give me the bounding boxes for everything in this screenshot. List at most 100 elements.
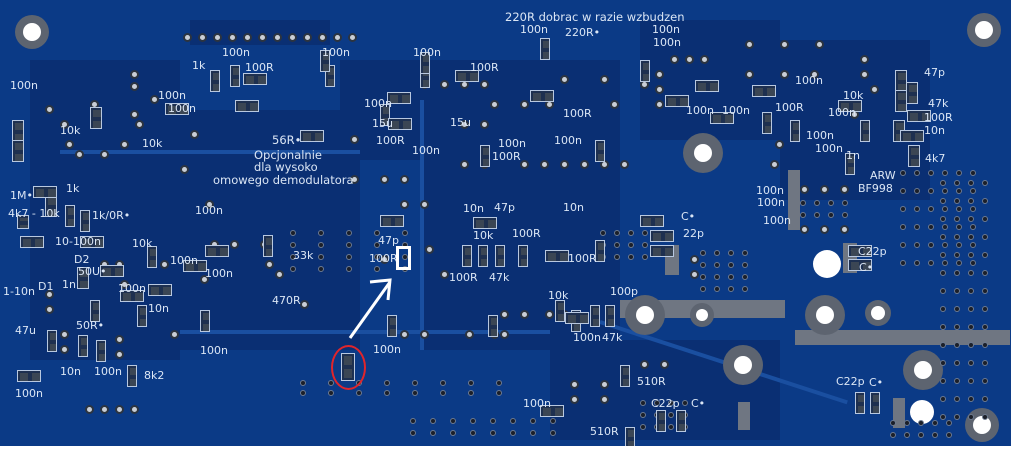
via [290,266,296,272]
via [918,432,924,438]
note-option-3: omowego demodulatora [213,173,354,187]
component-label: 100R [470,61,499,74]
via [982,180,988,186]
via [640,424,646,430]
mounting-hole [696,309,708,321]
via [940,360,946,366]
mounting-hole [694,144,712,162]
smd-footprint [488,315,498,337]
component-label: 100R [924,111,953,124]
note-top: 220R dobrac w razie wzbudzen [505,10,685,24]
via [668,412,674,418]
via [900,260,906,266]
via [932,420,938,426]
through-hole-pad [440,270,449,279]
through-hole-pad [200,275,209,284]
mounting-hole [973,416,991,434]
through-hole-pad [100,150,109,159]
through-hole-pad [120,280,129,289]
component-label: 100n [118,282,146,295]
via [928,260,934,266]
smd-footprint [695,80,719,92]
via [668,400,674,406]
via [346,230,352,236]
component-label: C• [691,397,706,410]
smd-footprint [77,267,89,289]
through-hole-pad [745,70,754,79]
through-hole-pad [60,120,69,129]
via [946,432,952,438]
ground-strip [795,330,1010,345]
via [914,242,920,248]
component-label: 47k [601,331,623,344]
smd-footprint [380,215,404,227]
through-hole-pad [420,200,429,209]
through-hole-pad [228,33,237,42]
component-label: 47p [378,234,399,247]
through-hole-pad [545,310,554,319]
through-hole-pad [258,33,267,42]
via [700,274,706,280]
through-hole-pad [60,345,69,354]
highlight-box [396,246,411,270]
through-hole-pad [170,330,179,339]
through-hole-pad [690,270,699,279]
through-hole-pad [580,160,589,169]
through-hole-pad [45,305,54,314]
component-label: 47p [494,201,515,214]
component-label: 510R [590,425,619,438]
via [968,198,974,204]
smd-footprint [47,330,57,352]
smd-footprint [33,186,57,198]
via [714,286,720,292]
via [728,286,734,292]
component-label: 1n [846,149,860,162]
component-label: 10n [924,124,945,137]
through-hole-pad [560,75,569,84]
component-label: 50R• [76,319,105,332]
smd-footprint [900,130,924,142]
component-label: 100R [775,101,804,114]
via [970,242,976,248]
through-hole-pad [440,80,449,89]
component-label: BF998 [858,182,893,195]
component-label: C22p [836,375,865,388]
through-hole-pad [520,310,529,319]
component-label: C• [869,376,884,389]
via [940,252,946,258]
through-hole-pad [100,405,109,414]
through-hole-pad [540,160,549,169]
through-hole-pad [300,300,309,309]
via [942,206,948,212]
note-option-1: Opcjonalnie [254,148,322,162]
smd-footprint [300,130,324,142]
smd-footprint [762,112,772,134]
through-hole-pad [130,70,139,79]
component-label: 10k [142,137,163,150]
via [954,414,960,420]
via [904,432,910,438]
via [300,380,306,386]
via [614,242,620,248]
via [956,206,962,212]
via [954,396,960,402]
via [968,252,974,258]
via [914,188,920,194]
via [982,252,988,258]
via [970,170,976,176]
through-hole-pad [775,140,784,149]
through-hole-pad [350,135,359,144]
smd-footprint [907,110,931,122]
via [468,380,474,386]
via [956,170,962,176]
via [510,418,516,424]
component-label: 510R [637,375,666,388]
through-hole-pad [265,260,274,269]
component-label: D1 [38,280,54,293]
via [814,200,820,206]
component-label: 100n [413,46,441,59]
via [700,262,706,268]
through-hole-pad [465,330,474,339]
through-hole-pad [770,160,779,169]
